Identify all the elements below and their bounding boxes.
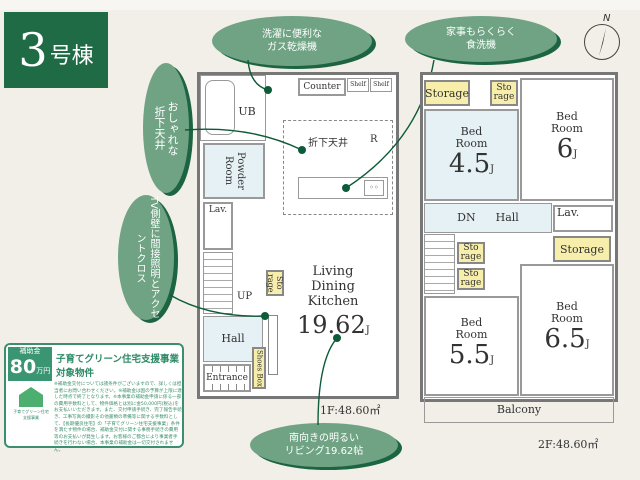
lav-label: Lav.: [557, 206, 580, 219]
storage-2f-e: Storage: [553, 236, 611, 262]
top-strip: [0, 0, 640, 10]
unit-jo: J: [490, 164, 495, 175]
balcony: Balcony: [424, 397, 614, 423]
bedroom-label: Bed Room: [455, 125, 488, 150]
bedroom-size: 5.5: [448, 340, 491, 370]
room-entrance: Entrance: [203, 364, 251, 392]
counter: Counter: [298, 78, 346, 96]
room-ub: UB: [200, 75, 266, 141]
entrance-label: Entrance: [206, 372, 248, 384]
room-powder: Powder Room: [203, 143, 265, 199]
bedroom-size: 4.5: [448, 149, 491, 179]
storage-1f: Sto rage: [266, 270, 284, 296]
floor-area-1f: 1F:48.60㎡: [320, 404, 381, 417]
ub-label: UB: [238, 105, 256, 118]
shelf: Shelf: [370, 78, 392, 92]
bedroom-label: Bed Room: [551, 300, 583, 325]
storage-2f-d: Sto rage: [457, 268, 485, 290]
hall-label: Hall: [495, 211, 519, 224]
compass-north-icon: N: [584, 13, 620, 60]
callout-tv-wall: TV側壁に間接照明とアクセントクロス: [118, 195, 174, 320]
dn-label: DN: [457, 211, 476, 224]
building-suffix: 号棟: [49, 44, 94, 69]
stove-icon: ◦◦: [364, 180, 384, 196]
building-number: 3: [18, 23, 48, 77]
callout-gas-dryer: 洗濯に便利な ガス乾燥機: [212, 16, 372, 66]
storage-2f-a: Storage: [424, 80, 470, 106]
callout-living: 南向きの明るい リビング19.62帖: [250, 423, 398, 467]
lowered-ceiling-label: 折下天井: [308, 138, 348, 149]
shelf: Shelf: [347, 78, 369, 92]
fridge-label: R: [370, 134, 378, 145]
subsidy-box: 補助金 80万円 子育てグリーン住宅支援事業対象物件 子育てグリーン住宅 支援事…: [4, 343, 184, 453]
room-lavatory: Lav.: [203, 202, 233, 250]
subsidy-unit: 万円: [36, 367, 51, 375]
stairs: [424, 234, 455, 294]
ldk-label: Living Dining Kitchen: [307, 264, 359, 309]
subsidy-headline: 子育てグリーン住宅支援事業対象物件: [56, 354, 180, 379]
bathtub-icon: [205, 80, 235, 135]
bedroom-label: Bed Room: [551, 109, 583, 135]
unit-jo: J: [573, 148, 578, 160]
bedroom-label: Bed Room: [455, 316, 488, 341]
storage-2f-b: Sto rage: [490, 80, 518, 106]
room-hall: Hall: [203, 316, 263, 362]
up-label: UP: [237, 291, 253, 302]
room-hall-2f: DN Hall: [424, 203, 552, 233]
callout-ceiling: おしゃれな 折下天井: [143, 63, 189, 193]
room-lavatory-2f: Lav.: [553, 205, 613, 232]
shoes-box: Shoes Box: [252, 347, 266, 389]
lowered-ceiling-area: [283, 120, 393, 215]
floor-area-2f: 2F:48.60㎡: [538, 438, 599, 451]
ldk-size-value: 19.62: [297, 311, 366, 339]
compass-label: N: [603, 13, 611, 24]
logo-text: 子育てグリーン住宅 支援事業: [13, 409, 49, 420]
subsidy-badge: 補助金 80万円: [8, 347, 52, 381]
hall-label: Hall: [221, 332, 245, 345]
unit-jo: J: [490, 355, 495, 366]
bedroom-size: 6.5: [544, 324, 586, 354]
subsidy-amount: 80: [9, 356, 37, 378]
callout-dishwasher: 家事もらくらく 食洗機: [405, 16, 557, 62]
stairs: [203, 252, 233, 314]
lav-label: Lav.: [208, 205, 228, 215]
unit-jo: J: [365, 325, 370, 336]
tv-board: [268, 315, 278, 375]
building-title: 3 号棟: [4, 12, 108, 88]
storage-2f-c: Sto rage: [457, 242, 485, 264]
subsidy-fine-print: ※補助金交付については諸条件がございますので、詳しくは担当者にお問い合わせくださ…: [54, 382, 182, 453]
unit-jo: J: [585, 339, 590, 350]
bedroom-size: 6: [556, 133, 574, 164]
kitchen-counter: [298, 177, 388, 199]
house-logo-icon: [19, 387, 43, 407]
ldk-size: 19.62J: [297, 311, 370, 339]
badge-label: 補助金: [19, 347, 41, 355]
program-logo: 子育てグリーン住宅 支援事業: [12, 387, 50, 421]
